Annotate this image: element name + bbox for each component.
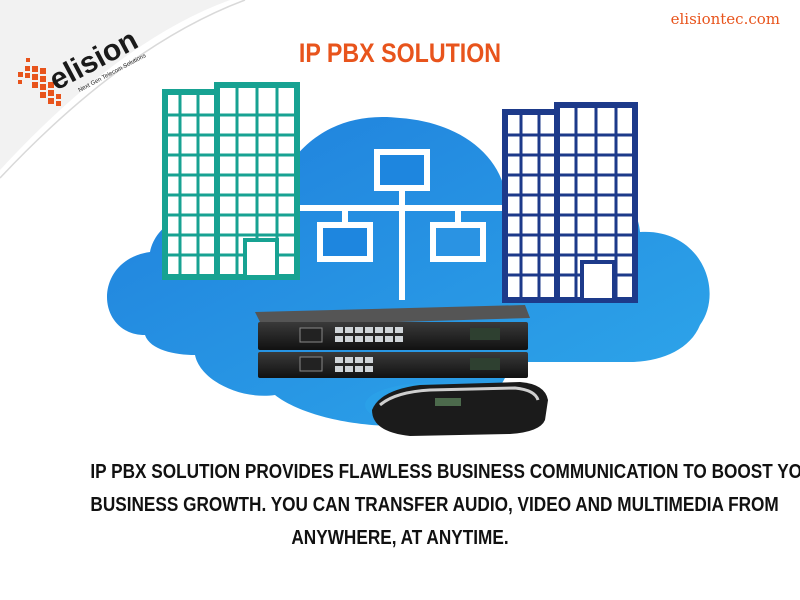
description-line-1: IP PBX SOLUTION PROVIDES FLAWLESS BUSINE… <box>90 461 800 483</box>
building-icon-left <box>162 82 300 280</box>
building-icon-right <box>502 102 638 303</box>
description: IP PBX SOLUTION PROVIDES FLAWLESS BUSINE… <box>40 456 800 555</box>
description-line-2: BUSINESS GROWTH. YOU CAN TRANSFER AUDIO,… <box>90 494 779 516</box>
pbx-rack-device-icon <box>255 305 530 378</box>
elision-logo: elision Next Gen Telecom Solutions <box>18 23 147 106</box>
description-line-3: ANYWHERE, AT ANYTIME. <box>291 527 509 549</box>
page-title: IP PBX SOLUTION <box>298 38 502 68</box>
website-url[interactable]: elisiontec.com <box>670 10 780 28</box>
pbx-desktop-device-icon <box>372 382 548 436</box>
logo-dots-icon <box>18 58 61 106</box>
network-diagram-icon <box>290 149 505 300</box>
